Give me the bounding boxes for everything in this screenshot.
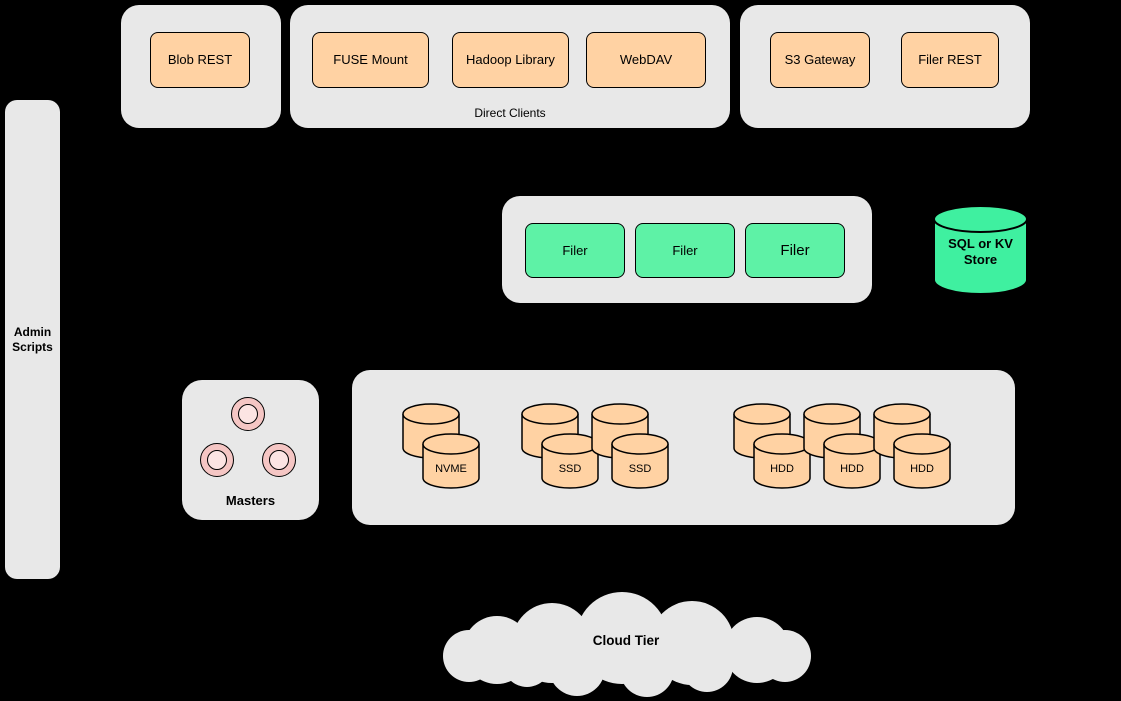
fuse-mount-node: FUSE Mount [312,32,429,88]
masters-caption: Masters [225,493,276,508]
disk-group-hdd-2: HDD [803,403,881,489]
master-node-icon [200,443,234,477]
disk-label: SSD [558,463,582,475]
blob-rest-label: Blob REST [167,52,233,68]
master-node-inner-icon [207,450,227,470]
cloud-tier-label: Cloud Tier [592,633,660,648]
filer-rest-label: Filer REST [918,52,982,68]
s3-gateway-label: S3 Gateway [784,52,856,68]
disk-label: HDD [910,463,934,475]
webdav-node: WebDAV [586,32,706,88]
webdav-label: WebDAV [619,52,673,68]
blob-client-group: Blob REST [121,5,281,128]
disk-group-ssd-2: SSD [591,403,669,489]
disk-cylinder-icon [893,433,951,489]
fuse-mount-label: FUSE Mount [333,52,408,68]
master-node-inner-icon [269,450,289,470]
disk-cylinder-icon [611,433,669,489]
admin-scripts-panel: Admin Scripts [5,100,60,579]
disk-label: NVME [435,463,467,475]
hadoop-library-node: Hadoop Library [452,32,569,88]
cloud-icon [443,592,811,697]
volume-servers-group: NVME SSD SSD HDD HDD HDD [352,370,1015,525]
filer-node-1: Filer [525,223,625,278]
disk-group-hdd-3: HDD [873,403,951,489]
gateway-group: S3 Gateway Filer REST [740,5,1030,128]
disk-group-ssd-1: SSD [521,403,599,489]
disk-group-hdd-1: HDD [733,403,811,489]
master-node-icon [262,443,296,477]
disk-label: HDD [770,463,794,475]
filer-label: Filer [562,242,588,258]
filer-label: Filer [672,242,698,258]
admin-scripts-label: Admin Scripts [12,324,53,354]
master-node-inner-icon [238,404,258,424]
metadata-store-label: SQL or KV Store [948,236,1013,268]
cloud-tier: Cloud Tier [437,588,815,701]
database-cylinder-icon [933,205,1028,295]
metadata-store: SQL or KV Store [932,204,1029,296]
filer-node-3: Filer [745,223,845,278]
disk-group-nvme: NVME [402,403,480,489]
filer-rest-node: Filer REST [901,32,999,88]
direct-clients-caption: Direct Clients [474,106,546,120]
hadoop-library-label: Hadoop Library [466,52,555,68]
blob-rest-node: Blob REST [150,32,250,88]
filer-node-2: Filer [635,223,735,278]
disk-cylinder-icon [422,433,480,489]
masters-group: Masters [182,380,319,520]
s3-gateway-node: S3 Gateway [770,32,870,88]
filer-cluster-group: Filer Filer Filer [502,196,872,303]
direct-clients-group: FUSE Mount Hadoop Library WebDAV Direct … [290,5,730,128]
master-node-icon [231,397,265,431]
disk-label: SSD [628,463,652,475]
filer-label: Filer [780,241,810,259]
disk-label: HDD [840,463,864,475]
